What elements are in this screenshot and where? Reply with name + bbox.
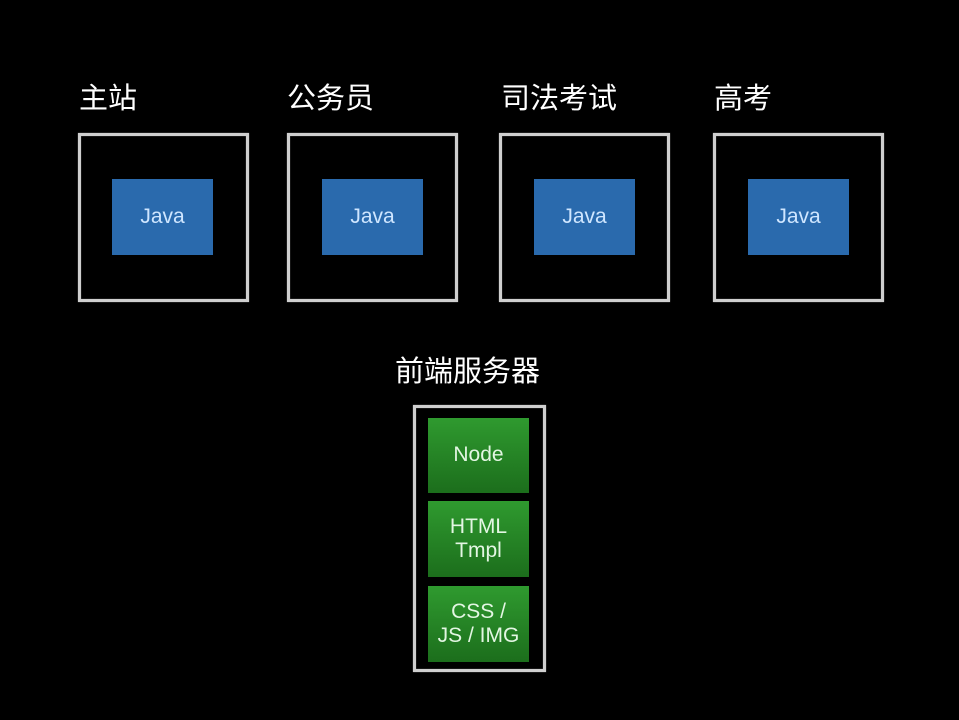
layer-node: Node xyxy=(428,418,529,493)
frontend-title: 前端服务器 xyxy=(395,354,541,388)
service-title-judicial-exam: 司法考试 xyxy=(501,81,618,115)
service-frame xyxy=(78,133,249,302)
java-block: Java xyxy=(748,179,849,255)
layer-static-assets: CSS / JS / IMG xyxy=(428,586,529,662)
service-title-main: 主站 xyxy=(79,81,138,115)
java-block: Java xyxy=(112,179,213,255)
service-frame xyxy=(713,133,884,302)
service-frame xyxy=(499,133,670,302)
java-block: Java xyxy=(322,179,423,255)
frontend-frame xyxy=(413,405,546,672)
service-title-gaokao: 高考 xyxy=(714,81,773,115)
service-frame xyxy=(287,133,458,302)
service-title-civil-servant: 公务员 xyxy=(287,81,375,115)
java-block: Java xyxy=(534,179,635,255)
layer-html-tmpl: HTML Tmpl xyxy=(428,501,529,577)
